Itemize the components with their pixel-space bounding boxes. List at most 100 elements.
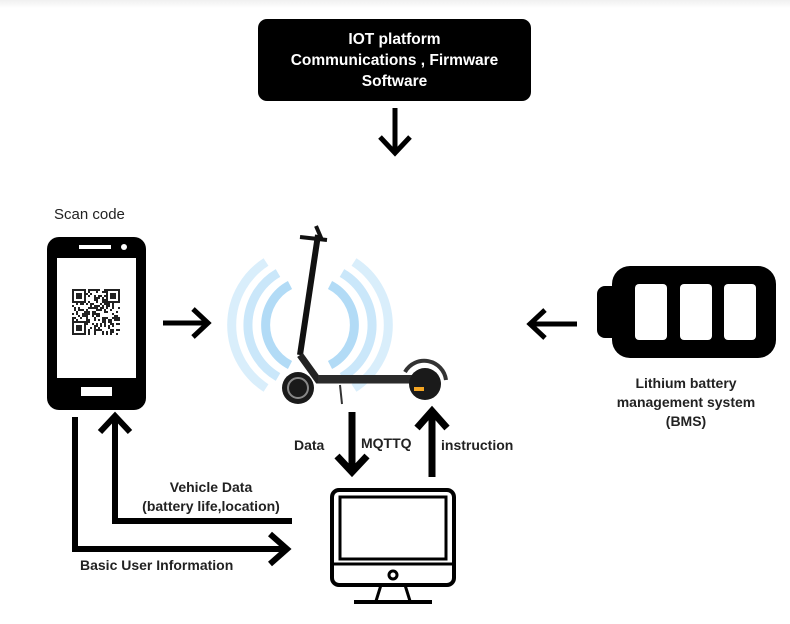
qr-module	[112, 329, 114, 331]
qr-module	[102, 331, 104, 333]
qr-module	[88, 291, 90, 293]
qr-module	[86, 309, 88, 311]
qr-module	[90, 307, 92, 309]
qr-module	[112, 297, 114, 299]
mqttq-label: MQTTQ	[361, 435, 412, 451]
qr-module	[102, 307, 104, 309]
qr-module	[84, 333, 86, 335]
qr-module	[118, 323, 120, 325]
qr-module	[76, 301, 78, 303]
qr-module	[118, 301, 120, 303]
bms-line-1: Lithium battery	[635, 375, 737, 391]
qr-module	[98, 319, 100, 321]
qr-module	[100, 329, 102, 331]
qr-module	[104, 301, 106, 303]
qr-module	[72, 313, 74, 315]
qr-module	[84, 315, 86, 317]
qr-module	[112, 289, 114, 291]
qr-module	[118, 291, 120, 293]
qr-module	[74, 309, 76, 311]
qr-module	[90, 303, 92, 305]
qr-module	[78, 329, 80, 331]
qr-module	[118, 297, 120, 299]
qr-module	[106, 303, 108, 305]
qr-module	[108, 305, 110, 307]
qr-module	[114, 289, 116, 291]
qr-module	[98, 289, 100, 291]
qr-module	[110, 297, 112, 299]
qr-module	[76, 303, 78, 305]
qr-module	[88, 301, 90, 303]
qr-module	[98, 295, 100, 297]
qr-module	[116, 315, 118, 317]
qr-module	[92, 289, 94, 291]
qr-module	[80, 329, 82, 331]
qr-module	[100, 309, 102, 311]
qr-module	[88, 321, 90, 323]
qr-module	[80, 317, 82, 319]
qr-module	[100, 323, 102, 325]
qr-module	[94, 299, 96, 301]
qr-module	[110, 329, 112, 331]
qr-module	[110, 321, 112, 323]
qr-module	[114, 319, 116, 321]
qr-module	[112, 317, 114, 319]
qr-module	[86, 313, 88, 315]
qr-module	[84, 329, 86, 331]
qr-module	[100, 295, 102, 297]
qr-module	[76, 295, 78, 297]
qr-module	[94, 325, 96, 327]
battery-to-scooter-arrow	[526, 308, 577, 340]
qr-module	[82, 313, 84, 315]
qr-module	[84, 295, 86, 297]
qr-module	[72, 291, 74, 293]
basic-user-info-label: Basic User Information	[80, 557, 234, 573]
qr-module	[102, 297, 104, 299]
qr-module	[104, 289, 106, 291]
qr-module	[72, 305, 74, 307]
vehicle-data-line-2: (battery life,location)	[142, 498, 280, 514]
qr-module	[72, 329, 74, 331]
qr-module	[102, 333, 104, 335]
qr-module	[114, 315, 116, 317]
top-fade	[0, 0, 790, 8]
qr-module	[118, 295, 120, 297]
qr-module	[108, 327, 110, 329]
qr-module	[78, 325, 80, 327]
qr-module	[90, 327, 92, 329]
qr-module	[94, 331, 96, 333]
qr-module	[96, 315, 98, 317]
qr-module	[78, 333, 80, 335]
qr-module	[78, 289, 80, 291]
qr-module	[72, 323, 74, 325]
qr-module	[84, 289, 86, 291]
qr-module	[88, 331, 90, 333]
iot-line-3: Software	[361, 72, 428, 90]
qr-module	[74, 317, 76, 319]
qr-module	[84, 297, 86, 299]
qr-module	[82, 301, 84, 303]
iot-line-1: IOT platform	[348, 30, 441, 48]
qr-module	[72, 327, 74, 329]
qr-module	[116, 333, 118, 335]
qr-module	[102, 299, 104, 301]
qr-module	[116, 311, 118, 313]
qr-module	[98, 327, 100, 329]
qr-module	[86, 311, 88, 313]
qr-module	[76, 311, 78, 313]
qr-module	[102, 291, 104, 293]
qr-module	[88, 329, 90, 331]
qr-module	[76, 329, 78, 331]
qr-module	[76, 319, 78, 321]
basic-user-info-arrow	[72, 417, 292, 567]
qr-module	[108, 303, 110, 305]
qr-module	[104, 325, 106, 327]
qr-module	[96, 323, 98, 325]
qr-module	[110, 309, 112, 311]
qr-module	[104, 299, 106, 301]
qr-module	[102, 319, 104, 321]
scan-code-label: Scan code	[54, 206, 125, 223]
qr-module	[72, 295, 74, 297]
qr-module	[82, 321, 84, 323]
